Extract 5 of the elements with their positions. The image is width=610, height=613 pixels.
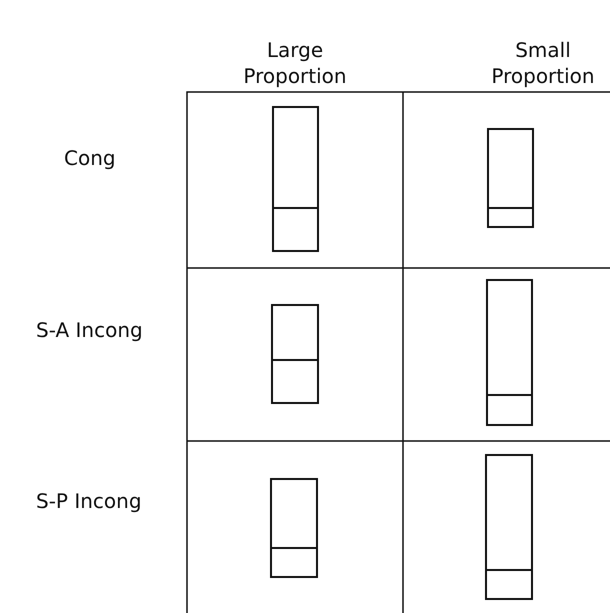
column-header: Large Proportion bbox=[242, 37, 348, 89]
row-label: S-A Incong bbox=[36, 317, 143, 343]
row-label: S-P Incong bbox=[36, 488, 142, 514]
column-header: Small Proportion bbox=[490, 37, 596, 89]
row-label: Cong bbox=[64, 145, 116, 171]
